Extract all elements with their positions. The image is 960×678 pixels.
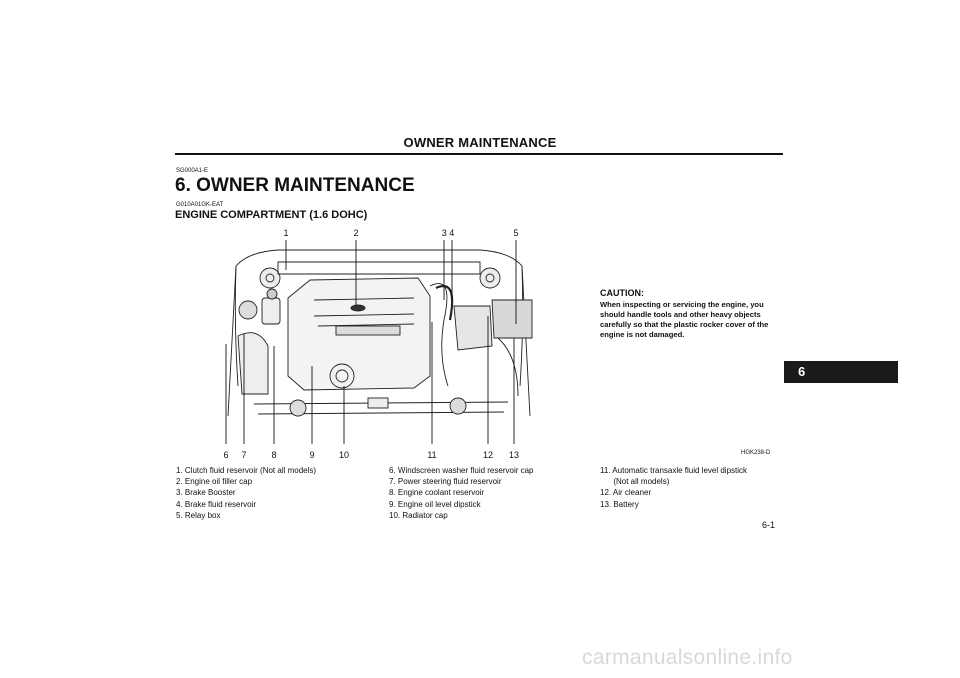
page-number: 6-1 [762,520,776,530]
legend-item: 3. Brake Booster [176,488,236,498]
chapter-tab-label: 6 [798,364,806,379]
callout-10: 10 [339,450,349,460]
engine-illustration [227,249,533,417]
callout-1: 1 [283,228,288,238]
legend-item: 7. Power steering fluid reservoir [389,477,502,487]
diagram-code: HGK238-D [741,450,771,456]
legend-item: 10. Radiator cap [389,510,448,520]
legend-item: 5. Relay box [176,510,221,520]
page-header-title: OWNER MAINTENANCE [403,135,557,150]
chapter-title: 6. OWNER MAINTENANCE [175,175,415,196]
callout-3-4: 3 4 [442,228,455,238]
callout-leaders [225,240,517,444]
legend-column-2: 6. Windscreen washer fluid reservoir cap… [389,465,534,521]
callout-2: 2 [353,228,358,238]
callout-9: 9 [309,450,314,460]
legend-item: 9. Engine oil level dipstick [389,499,481,509]
chapter-tab [784,361,898,383]
legend-item: 1. Clutch fluid reservoir (Not all model… [176,466,317,475]
subsection-code: G010A01GK-EAT [176,202,224,208]
section-code: SG000A1-E [176,168,209,174]
callout-11: 11 [427,450,436,460]
subsection-title: ENGINE COMPARTMENT (1.6 DOHC) [175,209,368,221]
callout-13: 13 [509,450,519,460]
header-rule [175,153,783,155]
callout-12: 12 [483,450,493,460]
legend-column-3: 11. Automatic transaxle fluid level dips… [600,465,747,510]
legend-item: 8. Engine coolant reservoir [389,488,485,498]
legend-item: 4. Brake fluid reservoir [176,499,257,509]
legend-item: 12. Air cleaner [600,488,652,498]
legend-item: (Not all models) [600,477,670,487]
legend-item: 13. Battery [600,499,639,509]
legend-item: 2. Engine oil filler cap [176,477,253,487]
callout-labels: 1 2 3 4 5 6 7 8 9 10 11 12 13 [223,228,519,460]
watermark: carmanualsonline.info [582,646,793,669]
engine-compartment-diagram: 1 2 3 4 5 6 7 8 9 10 11 12 13 [223,228,533,460]
callout-7: 7 [241,450,246,460]
legend-item: 11. Automatic transaxle fluid level dips… [600,466,748,475]
caution-text: When inspecting or servicing the engine,… [600,300,769,340]
callout-8: 8 [271,450,276,460]
legend-column-1: 1. Clutch fluid reservoir (Not all model… [176,465,316,521]
caution-heading: CAUTION: [600,288,644,298]
legend-item: 6. Windscreen washer fluid reservoir cap [389,466,534,475]
callout-5: 5 [513,228,518,238]
callout-6: 6 [223,450,228,460]
